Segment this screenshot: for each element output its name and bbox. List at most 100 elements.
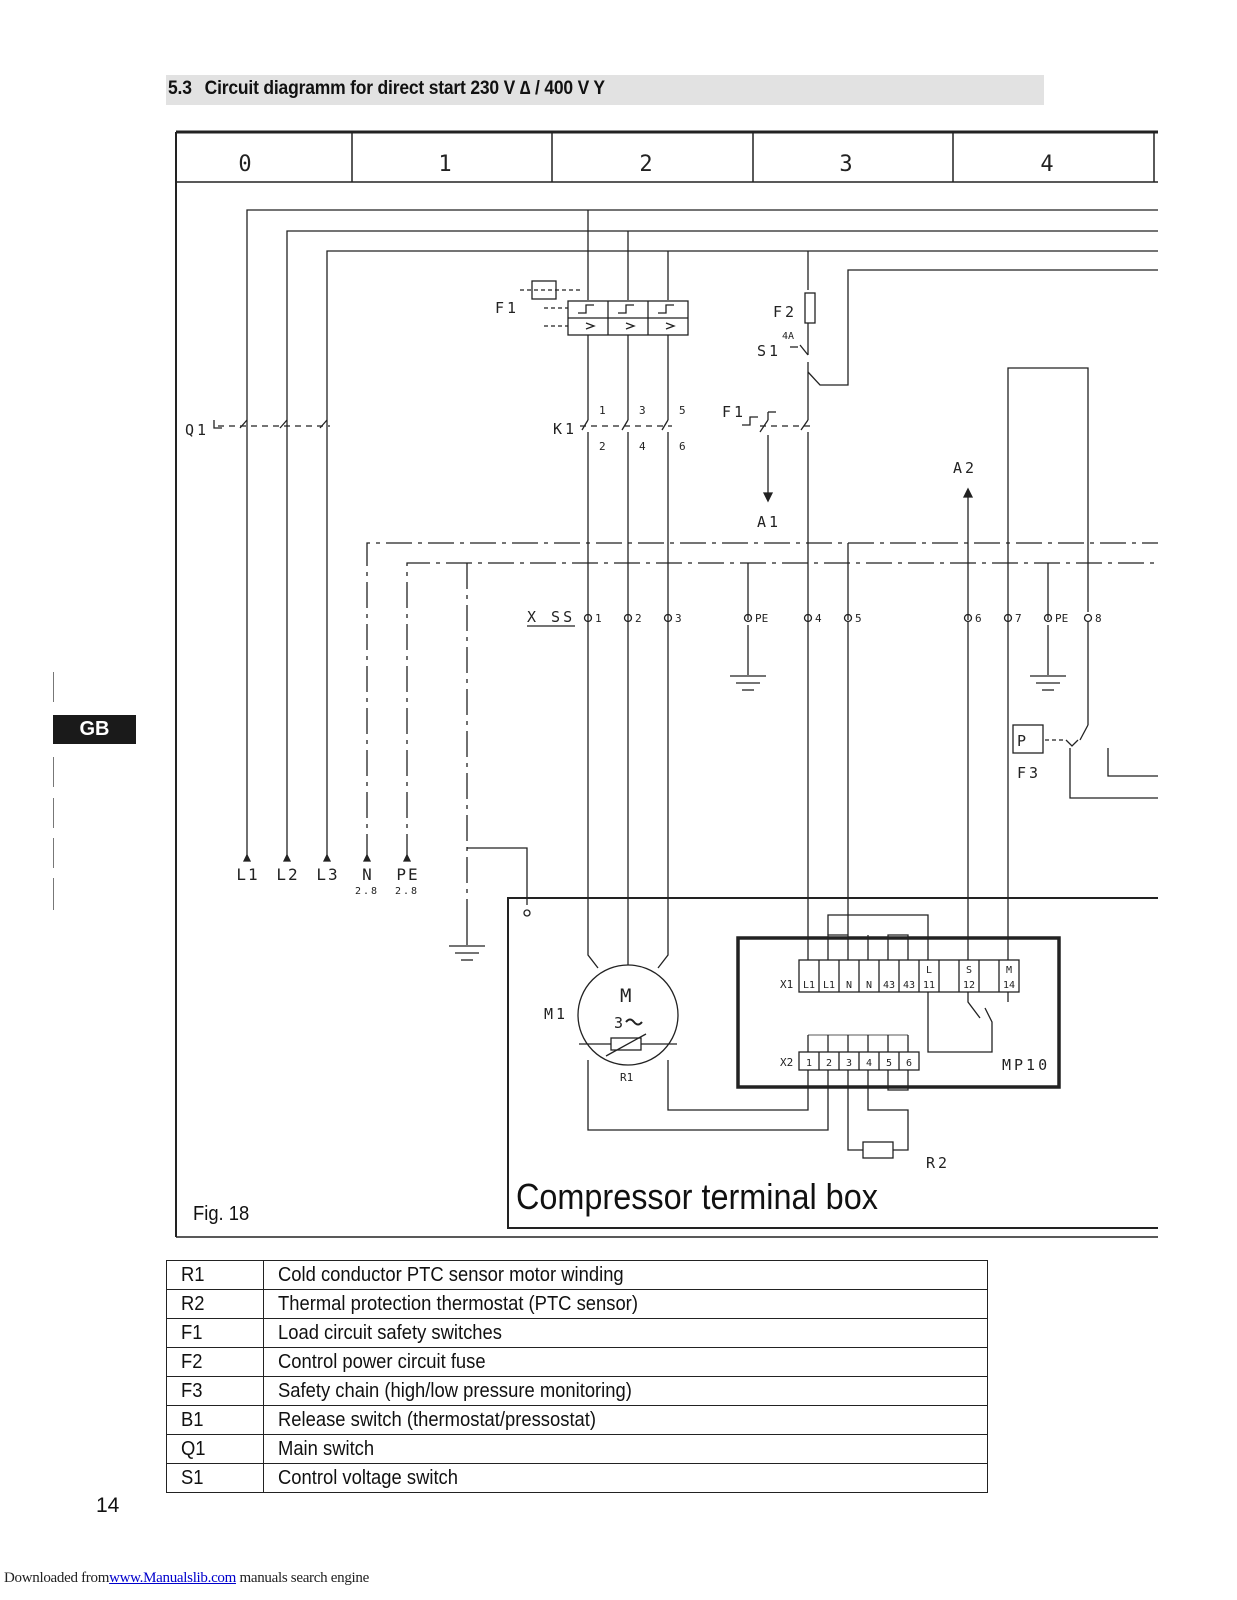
legend-description: Safety chain (high/low pressure monitori…	[278, 1380, 632, 1402]
label-f1-aux: F1	[722, 403, 746, 421]
label-q1: Q1	[185, 421, 209, 439]
legend-row: F3 Safety chain (high/low pressure monito…	[166, 1376, 988, 1406]
terminal-4: 4	[815, 612, 822, 625]
side-rule-4	[53, 878, 54, 910]
legend-description: Main switch	[278, 1438, 375, 1460]
side-rule-3	[53, 838, 54, 868]
label-p: P	[1017, 732, 1026, 750]
figure-label: Fig. 18	[193, 1203, 250, 1225]
legend-row: F1 Load circuit safety switches	[166, 1318, 988, 1348]
supply-n: N	[362, 865, 374, 884]
mp10-module	[736, 936, 1061, 1089]
terminal-8: 8	[1095, 612, 1102, 625]
legend-description: Thermal protection thermostat (PTC senso…	[278, 1293, 638, 1315]
supply-l2: L2	[276, 865, 299, 884]
x2-label-5: 5	[886, 1058, 892, 1069]
x1-top-s: S	[966, 965, 972, 976]
legend-code: F2	[181, 1351, 203, 1373]
k1-bottom-2: 2	[599, 440, 606, 453]
compressor-box-title: Compressor terminal box	[516, 1176, 878, 1217]
column-1: 1	[438, 152, 451, 177]
terminal-2: 2	[635, 612, 642, 625]
terminal-3: 3	[675, 612, 682, 625]
k1-top-5: 5	[679, 404, 686, 417]
legend-description: Control voltage switch	[278, 1467, 459, 1489]
label-motor-phase: 3	[614, 1014, 623, 1032]
k1-top-1: 1	[599, 404, 606, 417]
x2-label-4: 4	[866, 1058, 872, 1069]
legend-row: F2 Control power circuit fuse	[166, 1347, 988, 1377]
label-a2: A2	[953, 459, 977, 477]
language-tab-gb: GB	[53, 715, 136, 744]
label-f1: F1	[495, 299, 519, 317]
legend-code: F1	[181, 1322, 203, 1344]
section-title: Circuit diagramm for direct start 230 V …	[204, 78, 605, 99]
terminal-pe-left: PE	[755, 612, 768, 625]
x1-label-6: 43	[903, 980, 915, 991]
legend-description: Control power circuit fuse	[278, 1351, 486, 1373]
legend-description: Cold conductor PTC sensor motor winding	[278, 1264, 624, 1286]
safety-chain-f3	[1007, 367, 1158, 960]
legend-description: Load circuit safety switches	[278, 1322, 502, 1344]
legend-code: R1	[181, 1264, 205, 1286]
label-f2: F2	[773, 303, 797, 321]
download-footer: Downloaded fromwww.Manualslib.com manual…	[4, 1570, 369, 1587]
label-s1: S1	[757, 342, 781, 360]
page-number: 14	[96, 1494, 120, 1517]
legend-row: B1 Release switch (thermostat/pressostat)	[166, 1405, 988, 1435]
legend-row: R2 Thermal protection thermostat (PTC sen…	[166, 1289, 988, 1319]
column-2: 2	[639, 152, 652, 177]
x1-terminal-block	[798, 959, 1020, 993]
column-3: 3	[839, 152, 852, 177]
k1-contactor	[580, 419, 672, 860]
x1-label-4: N	[866, 980, 872, 991]
label-x1: X1	[780, 978, 793, 991]
label-x2: X2	[780, 1056, 793, 1069]
x2-terminal-block	[798, 1034, 920, 1071]
x1-label-2: L1	[823, 980, 835, 991]
legend-code: R2	[181, 1293, 205, 1315]
label-xss: X SS	[527, 608, 575, 626]
column-separators	[351, 132, 1155, 182]
x1-label-3: N	[846, 980, 852, 991]
legend-code: B1	[181, 1409, 204, 1431]
q1-main-switch	[213, 419, 330, 429]
legend-code: F3	[181, 1380, 203, 1402]
x1-label-9: 14	[1003, 980, 1015, 991]
motor-m1	[577, 860, 679, 1066]
label-mp10: MP10	[1002, 1056, 1050, 1074]
k1-bottom-4: 4	[639, 440, 646, 453]
dash-dot-buses	[366, 542, 1158, 945]
supply-ref-pe: 2.8	[395, 886, 419, 897]
terminal-5: 5	[855, 612, 862, 625]
supply-arrows	[242, 853, 412, 862]
footer-suffix: manuals search engine	[236, 1570, 369, 1586]
x2-label-3: 3	[846, 1058, 852, 1069]
x1-top-l: L	[926, 965, 932, 976]
label-a1: A1	[757, 513, 781, 531]
supply-pe: PE	[396, 865, 419, 884]
k1-top-3: 3	[639, 404, 646, 417]
manualslib-link[interactable]: www.Manualslib.com	[109, 1570, 237, 1586]
control-circuit	[742, 290, 974, 870]
supply-l1: L1	[236, 865, 259, 884]
x1-label-8: 12	[963, 980, 975, 991]
side-rule-1	[53, 757, 54, 787]
x1-label-5: 43	[883, 980, 895, 991]
label-fuse-rating: 4A	[782, 331, 794, 342]
column-0: 0	[238, 152, 251, 177]
column-4: 4	[1040, 152, 1053, 177]
heading-bar	[166, 75, 1044, 105]
terminal-7: 7	[1015, 612, 1022, 625]
x2-label-2: 2	[826, 1058, 832, 1069]
x2-label-1: 1	[806, 1058, 812, 1069]
side-rule-top	[53, 672, 54, 702]
label-r2: R2	[926, 1154, 950, 1172]
ground-symbols	[449, 625, 1066, 961]
x1-label-7: 11	[923, 980, 935, 991]
legend-description: Release switch (thermostat/pressostat)	[278, 1409, 597, 1431]
legend-code: S1	[181, 1467, 204, 1489]
x2-label-6: 6	[906, 1058, 912, 1069]
